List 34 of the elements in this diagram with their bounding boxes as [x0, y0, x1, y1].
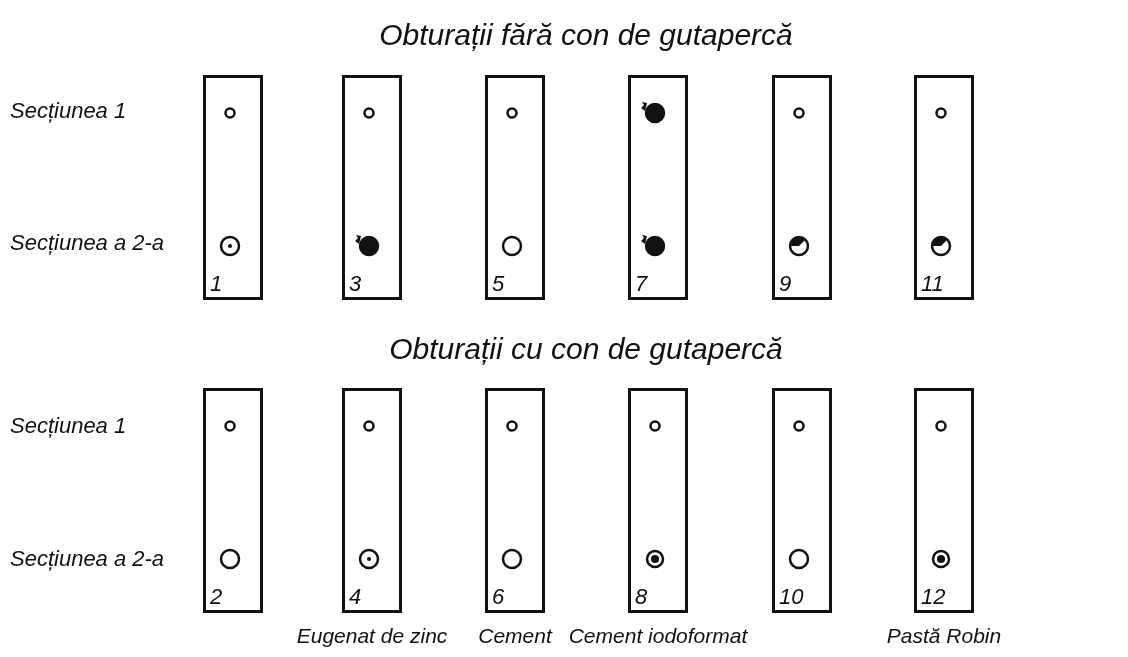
sample-section-box [914, 388, 974, 613]
sample-number: 6 [492, 586, 505, 608]
sample-section-box [342, 388, 402, 613]
sample-number: 4 [349, 586, 362, 608]
sample-number: 1 [210, 273, 223, 295]
sample-number: 2 [210, 586, 223, 608]
sample-section-box [772, 75, 832, 300]
column-label: Cement [478, 625, 552, 646]
sample-section-box [485, 388, 545, 613]
sample-section-box [203, 388, 263, 613]
sample-section-box [628, 75, 688, 300]
column-label: Eugenat de zinc [296, 625, 448, 646]
column-label: Cement iodoformat [568, 625, 748, 646]
sample-number: 8 [635, 586, 648, 608]
sample-number: 3 [349, 273, 362, 295]
row-label: Secțiunea a 2-a [10, 232, 165, 254]
sample-number: 11 [921, 273, 944, 295]
column-label: Pastă Robin [886, 625, 1002, 646]
sample-section-box [914, 75, 974, 300]
row-label: Secțiunea a 2-a [10, 548, 165, 570]
heading: Obturații fără con de gutapercă [379, 20, 793, 50]
row-label: Secțiunea 1 [10, 100, 127, 122]
heading: Obturații cu con de gutapercă [389, 334, 783, 364]
sample-number: 7 [635, 273, 648, 295]
sample-section-box [342, 75, 402, 300]
sample-number: 5 [492, 273, 505, 295]
sample-section-box [203, 75, 263, 300]
row-label: Secțiunea 1 [10, 415, 127, 437]
sample-section-box [628, 388, 688, 613]
sample-number: 10 [779, 586, 804, 608]
sample-section-box [772, 388, 832, 613]
sample-number: 12 [921, 586, 946, 608]
sample-number: 9 [779, 273, 792, 295]
sample-section-box [485, 75, 545, 300]
